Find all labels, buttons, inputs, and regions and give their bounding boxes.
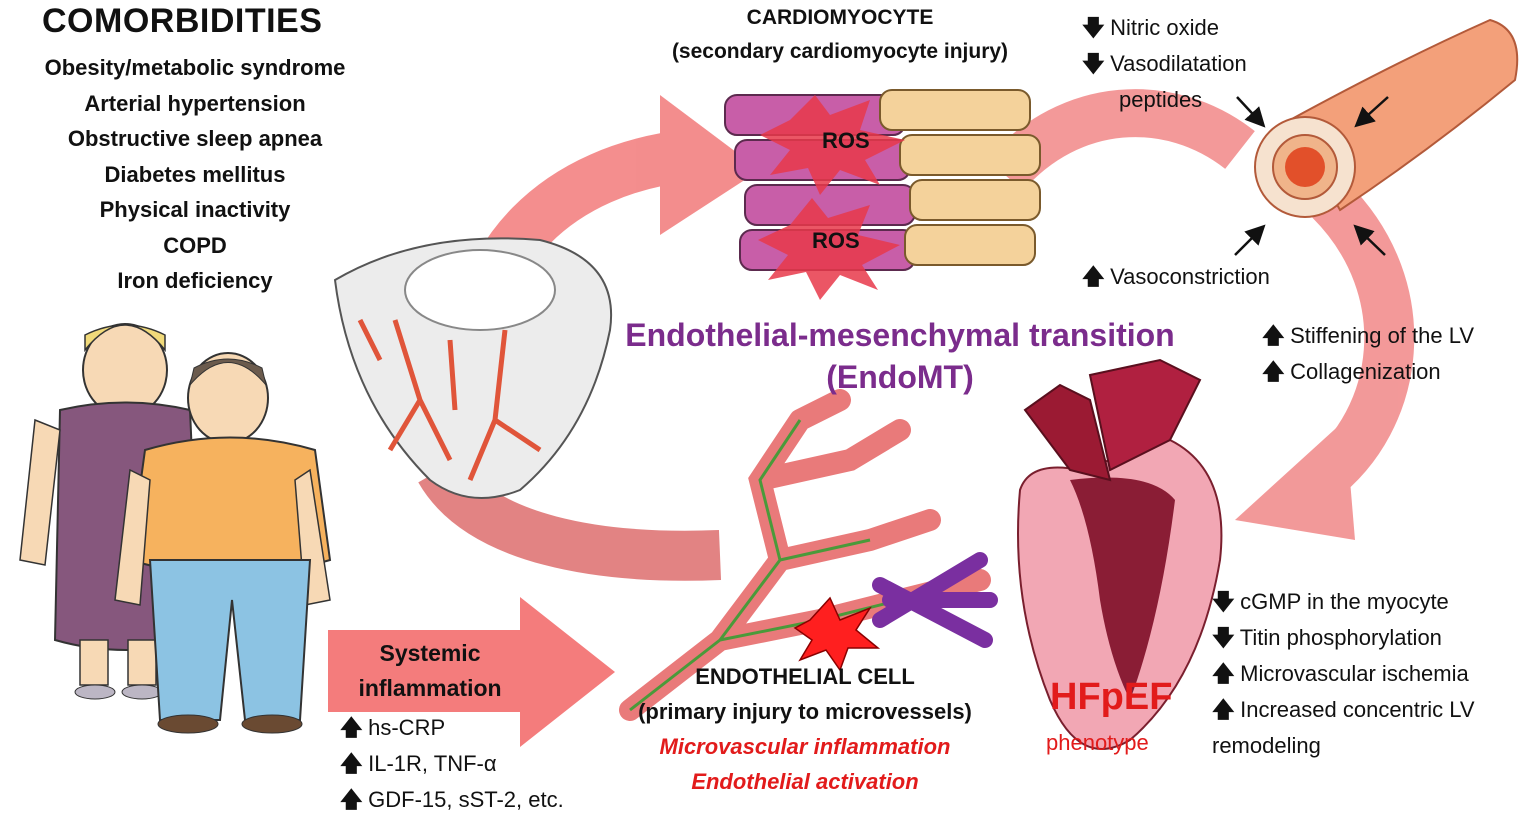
up-arrow-icon: 🡅: [1262, 323, 1285, 348]
systemic-inflammation-label: Systemic inflammation: [358, 640, 502, 701]
endothelial-effects: Microvascular inflammation Endothelial a…: [595, 729, 1015, 799]
lv-note: 🡅 Collagenization: [1262, 354, 1474, 390]
comorbidities-title: COMORBIDITIES: [42, 2, 323, 40]
marker-item: 🡅 IL-1R, TNF-α: [340, 746, 564, 782]
down-arrow-icon: 🡇: [1212, 625, 1235, 650]
hfpef-note: 🡅 Microvascular ischemia: [1212, 656, 1475, 692]
endothelial-header: ENDOTHELIAL CELL (primary injury to micr…: [595, 659, 1015, 729]
comorbidity-item: Iron deficiency: [117, 268, 273, 293]
cardiomyocyte-illustration: [724, 89, 1041, 300]
hfpef-note: 🡅 Increased concentric LV: [1212, 692, 1475, 728]
vessel-notes: 🡇 Nitric oxide 🡇 Vasodilatation peptides: [1082, 10, 1247, 118]
vessel-note: peptides: [1119, 87, 1203, 112]
up-arrow-icon: 🡅: [340, 787, 363, 812]
heart-coronary-illustration: [333, 237, 613, 499]
lv-notes: 🡅 Stiffening of the LV 🡅 Collagenization: [1262, 318, 1474, 390]
obese-people-illustration: [19, 323, 332, 734]
comorbidity-item: Arterial hypertension: [84, 90, 306, 116]
endothelial-title: ENDOTHELIAL CELL: [695, 664, 915, 689]
hfpef-note: 🡇 cGMP in the myocyte: [1212, 584, 1475, 620]
microvessel-network-illustration: [619, 389, 998, 721]
up-arrow-icon: 🡅: [1082, 264, 1105, 289]
comorbidity-item: Obstructive sleep apnea: [67, 126, 323, 151]
up-arrow-icon: 🡅: [1262, 359, 1285, 384]
hfpef-label: HFpEF: [1050, 676, 1173, 718]
down-arrow-icon: 🡇: [1212, 589, 1235, 614]
hfpef-note: remodeling: [1212, 733, 1321, 758]
endothelial-effect: Endothelial activation: [691, 769, 919, 794]
comorbidity-item: Diabetes mellitus: [104, 161, 286, 187]
cardiomyocyte-subtitle: (secondary cardiomyocyte injury): [671, 40, 1009, 63]
up-arrow-icon: 🡅: [340, 715, 363, 740]
endomt-label: Endothelial-mesenchymal transition (Endo…: [470, 314, 1330, 398]
up-arrow-icon: 🡅: [1212, 697, 1235, 722]
vessel-note: 🡇 Vasodilatation: [1082, 46, 1247, 82]
comorbidity-item: Obesity/metabolic syndrome: [44, 55, 346, 80]
up-arrow-icon: 🡅: [1212, 661, 1235, 686]
comorbidity-item: COPD: [163, 232, 227, 258]
hfpef-heart-illustration: [1017, 358, 1223, 750]
up-arrow-icon: 🡅: [340, 751, 363, 776]
down-arrow-icon: 🡇: [1082, 51, 1105, 76]
comorbidity-item: Physical inactivity: [99, 197, 291, 222]
ros-label-top: ROS: [822, 128, 870, 153]
cardiomyocyte-header: CARDIOMYOCYTE (secondary cardiomyocyte i…: [620, 1, 1060, 69]
lv-note: 🡅 Stiffening of the LV: [1262, 318, 1474, 354]
systemic-inflammation-arrow: [328, 597, 615, 747]
hfpef-note: 🡇 Titin phosphorylation: [1212, 620, 1475, 656]
hfpef-notes: 🡇 cGMP in the myocyte 🡇 Titin phosphoryl…: [1212, 584, 1475, 764]
endothelial-effect: Microvascular inflammation: [659, 734, 951, 759]
blood-vessel-illustration: [1234, 18, 1519, 256]
cardiomyocyte-title: CARDIOMYOCYTE: [746, 6, 934, 29]
vasoconstriction-note: 🡅 Vasoconstriction: [1082, 259, 1270, 295]
endomt-line1: Endothelial-mesenchymal transition: [625, 317, 1175, 353]
comorbidities-list: Obesity/metabolic syndrome Arterial hype…: [0, 50, 390, 299]
marker-item: 🡅 GDF-15, sST-2, etc.: [340, 782, 564, 818]
hfpef-phenotype-label: phenotype: [1046, 730, 1149, 755]
endomt-line2: (EndoMT): [826, 359, 974, 395]
down-arrow-icon: 🡇: [1082, 15, 1105, 40]
endothelial-subtitle: (primary injury to microvessels): [638, 699, 972, 724]
marker-item: 🡅 hs-CRP: [340, 710, 564, 746]
inflammation-markers: 🡅 hs-CRP 🡅 IL-1R, TNF-α 🡅 GDF-15, sST-2,…: [340, 710, 564, 818]
ros-label-bottom: ROS: [812, 228, 860, 253]
vessel-note: 🡇 Nitric oxide: [1082, 10, 1247, 46]
